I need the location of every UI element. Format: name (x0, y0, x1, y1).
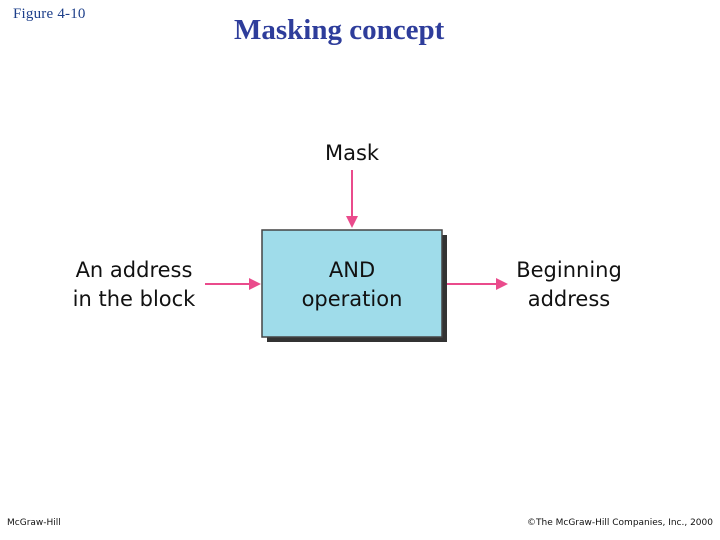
operation-box (261, 229, 443, 338)
output-label-line2: address (528, 287, 611, 311)
copyright-footer: ©The McGraw-Hill Companies, Inc., 2000 (527, 518, 713, 528)
output-label-line1: Beginning (516, 258, 622, 282)
input-label-line1: An address (76, 258, 193, 282)
page-title: Masking concept (234, 14, 445, 46)
input-label-line2: in the block (73, 287, 197, 311)
mask-label: Mask (325, 141, 380, 165)
operation-label-line1: AND (329, 258, 375, 282)
figure-label: Figure 4-10 (13, 6, 86, 22)
publisher-footer: McGraw-Hill (7, 518, 61, 528)
operation-label-line2: operation (302, 287, 403, 311)
